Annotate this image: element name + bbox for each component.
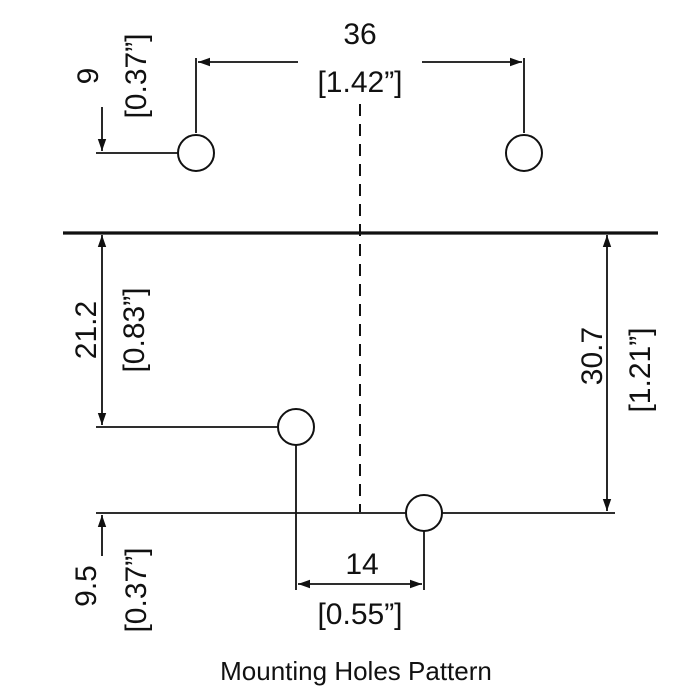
dimension-bottom-offset-mm: 9.5: [70, 565, 103, 607]
dimension-bottom-width-mm: 14: [345, 548, 378, 581]
dimension-right-height-inch: [1.21”]: [624, 327, 657, 412]
dimension-left-height-mm: 21.2: [70, 301, 103, 359]
dimension-top-width-mm: 36: [343, 18, 376, 51]
mounting-hole-middle-left: [277, 408, 315, 446]
mounting-hole-bottom-right: [405, 494, 443, 532]
dimension-top-width-inch: [1.42”]: [317, 66, 402, 99]
dimension-bottom-width-inch: [0.55”]: [317, 598, 402, 631]
mounting-hole-top-left: [177, 134, 215, 172]
dimension-bottom-offset-inch: [0.37”]: [120, 547, 153, 632]
dimension-left-height-inch: [0.83”]: [118, 287, 151, 372]
dimension-right-height-mm: 30.7: [576, 327, 609, 385]
dimension-top-offset-inch: [0.37”]: [120, 33, 153, 118]
mounting-hole-top-right: [505, 134, 543, 172]
diagram-caption: Mounting Holes Pattern: [220, 656, 492, 686]
dimension-top-offset-mm: 9: [72, 68, 105, 85]
